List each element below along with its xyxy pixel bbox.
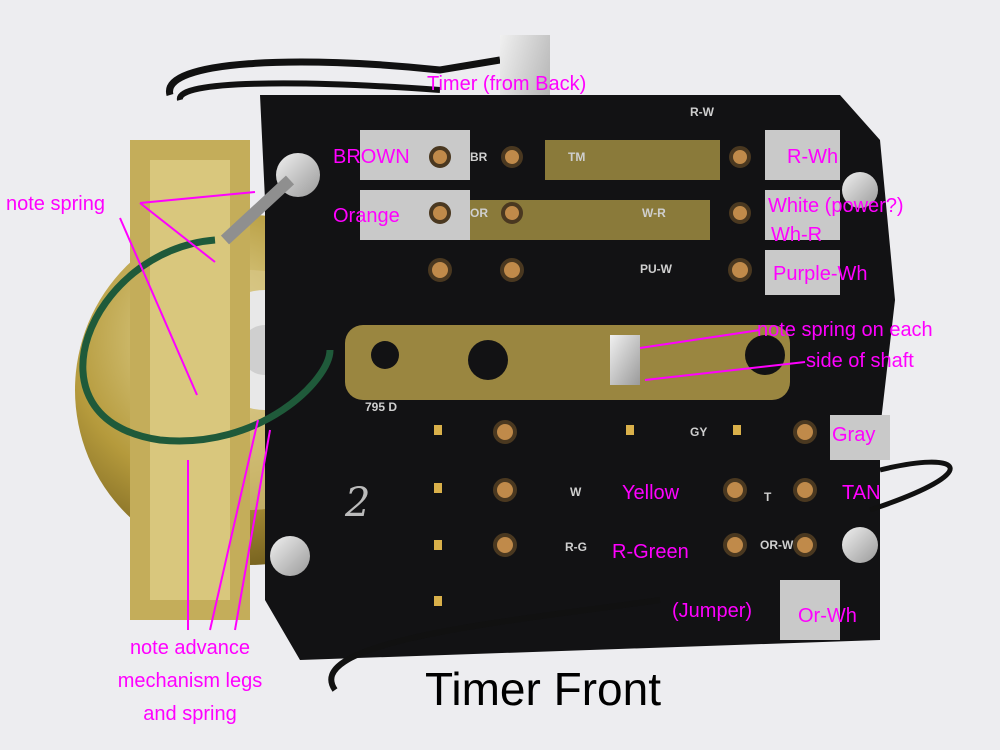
label-note-spring-shaft-2: side of shaft <box>806 350 914 372</box>
mark-or: OR <box>470 206 488 220</box>
label-white-power: White (power?) <box>768 195 904 217</box>
label-tan: TAN <box>842 482 881 504</box>
mark-br: BR <box>470 150 488 164</box>
label-or-wh: Or-Wh <box>798 605 857 627</box>
label-orange: Orange <box>333 205 400 227</box>
shaft-plate <box>345 325 790 400</box>
mark-w: W <box>570 485 582 499</box>
top-rivets <box>428 146 752 282</box>
label-note-advance-1: note advance <box>129 637 251 659</box>
annotation-lines <box>119 191 806 631</box>
mark-hand: 2 <box>345 480 371 526</box>
black-wire-top <box>166 56 501 96</box>
mark-t: T <box>764 490 772 504</box>
label-purple-wh: Purple-Wh <box>773 263 868 285</box>
mark-orw: OR-W <box>760 538 794 552</box>
mark-puw: PU-W <box>640 262 672 276</box>
label-note-advance-2: mechanism legs <box>117 670 263 692</box>
black-wire-right <box>869 459 953 513</box>
mark-rw: R-W <box>690 105 714 119</box>
label-jumper: (Jumper) <box>672 600 753 622</box>
label-gray: Gray <box>832 424 876 446</box>
nut-bottom-left <box>270 536 310 576</box>
label-brown: BROWN <box>333 146 410 168</box>
mark-part: 795 D <box>365 400 398 414</box>
label-r-wh: R-Wh <box>787 146 839 168</box>
bottom-pins <box>434 425 741 606</box>
label-note-spring-shaft-1: note spring on each <box>757 319 933 341</box>
page-title: Timer Front <box>425 663 661 715</box>
mark-rg: R-G <box>565 540 587 554</box>
label-timer-back: Timer (from Back) <box>427 73 587 95</box>
mark-wr: W-R <box>642 206 666 220</box>
label-yellow: Yellow <box>622 482 680 504</box>
label-r-green: R-Green <box>612 541 689 563</box>
label-note-spring: note spring <box>6 193 105 215</box>
mark-tm: TM <box>568 150 586 164</box>
label-wh-r: Wh-R <box>771 224 823 246</box>
nut-right-bottom <box>842 527 878 563</box>
green-wire <box>79 236 334 445</box>
mark-gy: GY <box>690 425 708 439</box>
label-note-advance-3: and spring <box>143 703 237 725</box>
bottom-terminals <box>493 420 817 557</box>
nut-right-top <box>842 172 878 208</box>
black-wire-bottom <box>328 597 661 692</box>
